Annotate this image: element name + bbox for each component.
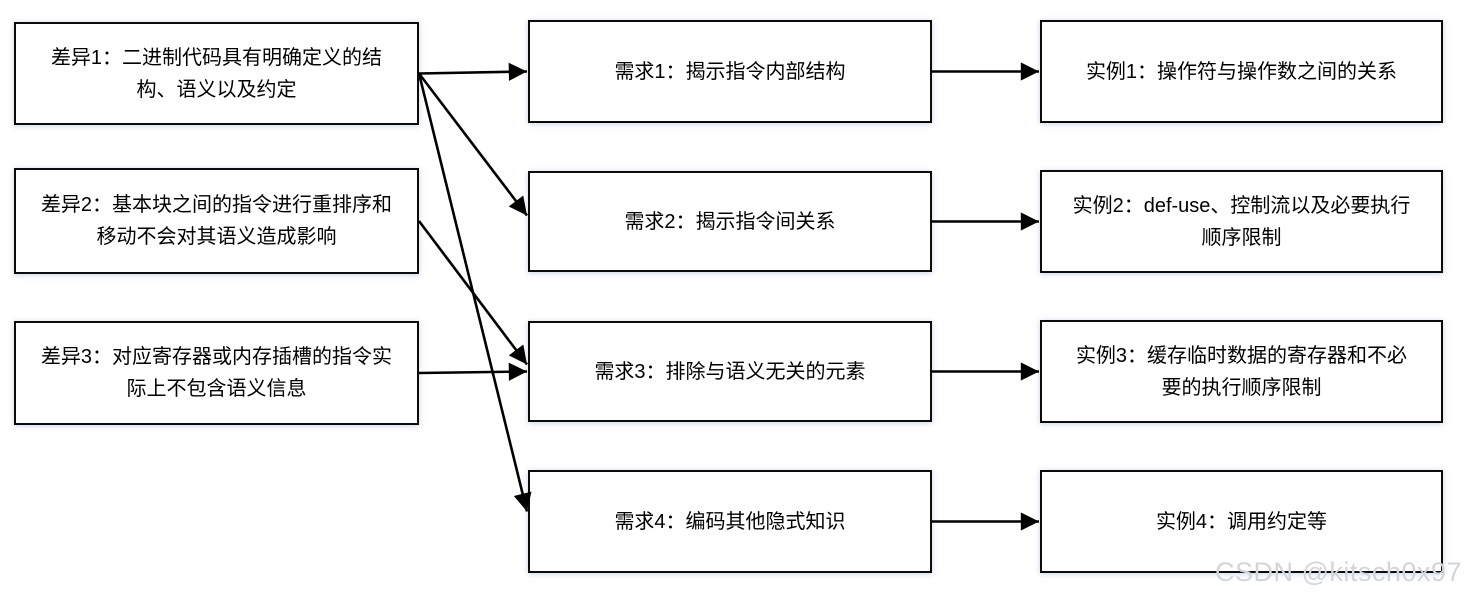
requirement-2-box: 需求2：揭示指令间关系 xyxy=(528,171,932,272)
requirement-1-label: 需求1：揭示指令内部结构 xyxy=(614,60,846,83)
difference-2-box: 差异2：基本块之间的指令进行重排序和移动不会对其语义造成影响 xyxy=(14,168,419,274)
example-2-label: 实例2：def-use、控制流以及必要执行顺序限制 xyxy=(1072,194,1411,249)
requirement-2-label: 需求2：揭示指令间关系 xyxy=(624,210,836,233)
example-2-box: 实例2：def-use、控制流以及必要执行顺序限制 xyxy=(1040,170,1443,273)
difference-2-label: 差异2：基本块之间的指令进行重排序和移动不会对其语义造成影响 xyxy=(40,194,393,248)
requirement-3-box: 需求3：排除与语义无关的元素 xyxy=(528,321,932,422)
example-4-box: 实例4：调用约定等 xyxy=(1040,470,1443,573)
requirement-3-label: 需求3：排除与语义无关的元素 xyxy=(594,360,866,383)
edge-diff1-to-req2 xyxy=(417,72,529,217)
example-1-label: 实例1：操作符与操作数之间的关系 xyxy=(1085,60,1398,83)
edge-diff1-to-req1 xyxy=(418,62,528,81)
example-3-label: 实例3：缓存临时数据的寄存器和不必要的执行顺序限制 xyxy=(1075,344,1408,399)
example-4-label: 实例4：调用约定等 xyxy=(1155,510,1328,533)
difference-3-box: 差异3：对应寄存器或内存插槽的指令实际上不包含语义信息 xyxy=(14,321,419,425)
difference-1-label: 差异1：二进制代码具有明确定义的结构、语义以及约定 xyxy=(50,46,383,101)
edge-diff3-to-req3 xyxy=(418,362,528,381)
requirement-4-box: 需求4：编码其他隐式知识 xyxy=(528,470,932,573)
example-3-box: 实例3：缓存临时数据的寄存器和不必要的执行顺序限制 xyxy=(1040,320,1443,423)
edge-diff2-to-req3 xyxy=(417,220,529,366)
difference-3-label: 差异3：对应寄存器或内存插槽的指令实际上不包含语义信息 xyxy=(40,346,393,400)
requirement-1-box: 需求1：揭示指令内部结构 xyxy=(528,20,932,123)
watermark: CSDN @kitsch0x97 xyxy=(1215,557,1462,587)
example-1-box: 实例1：操作符与操作数之间的关系 xyxy=(1040,20,1443,123)
requirement-4-label: 需求4：编码其他隐式知识 xyxy=(614,510,846,533)
difference-1-box: 差异1：二进制代码具有明确定义的结构、语义以及约定 xyxy=(14,22,419,125)
edge-diff1-to-req4 xyxy=(417,73,532,512)
